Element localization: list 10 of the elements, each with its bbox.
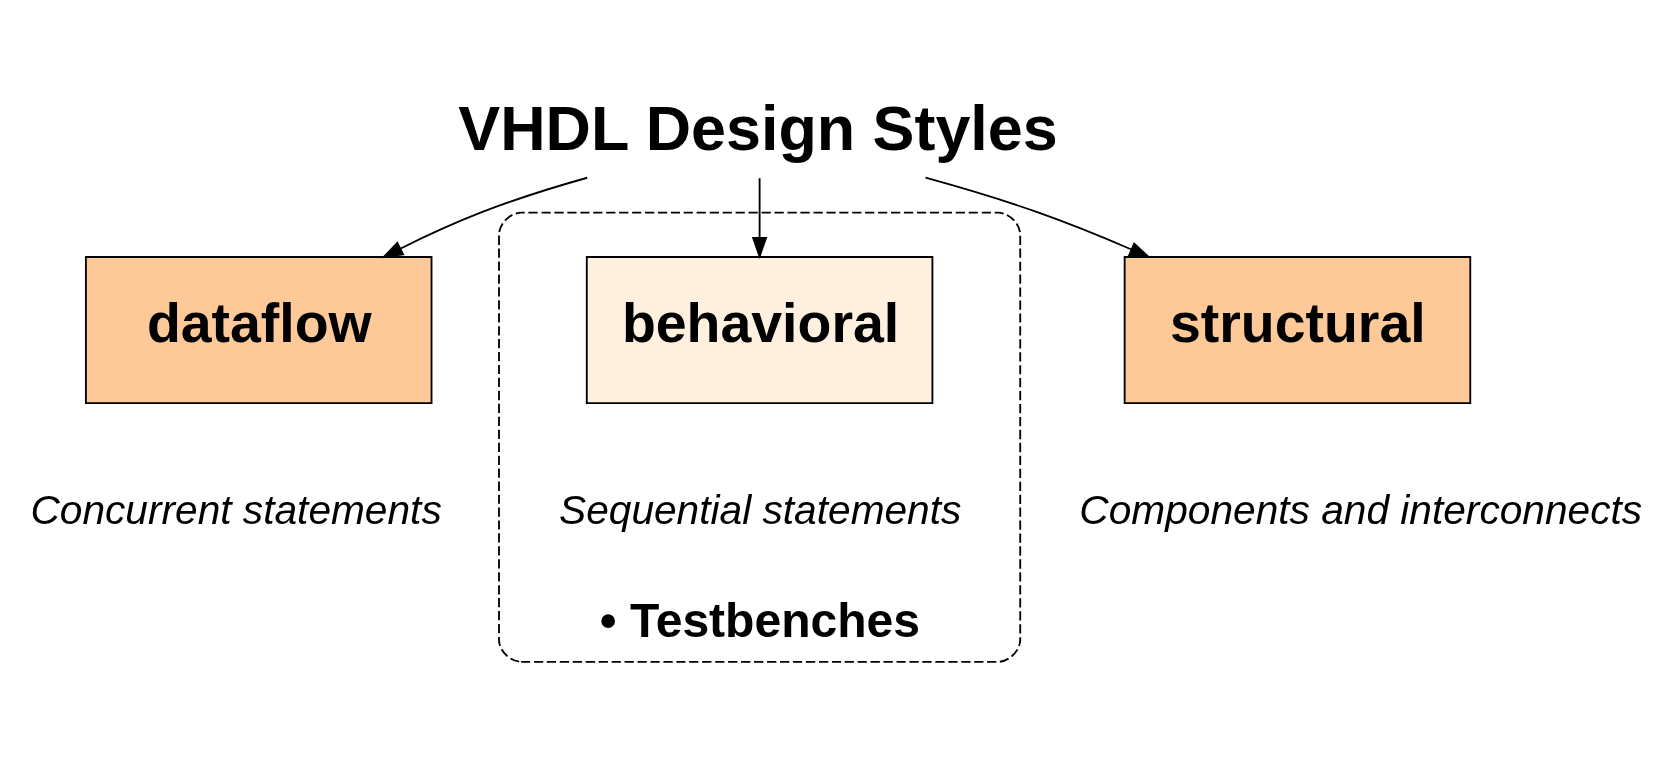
- node-text: VHDL Design Styles: [458, 92, 1058, 163]
- node-box: behavioral: [585, 255, 934, 404]
- node-label: Sequential statements: [559, 486, 962, 533]
- arrow: [924, 176, 1152, 258]
- node-box: structural: [1123, 255, 1472, 404]
- node-label: Components and interconnects: [1079, 486, 1643, 533]
- arrow: [381, 176, 589, 258]
- node-label: Concurrent statements: [30, 486, 442, 533]
- arrow: [751, 176, 768, 259]
- node-box: dataflow: [84, 255, 433, 404]
